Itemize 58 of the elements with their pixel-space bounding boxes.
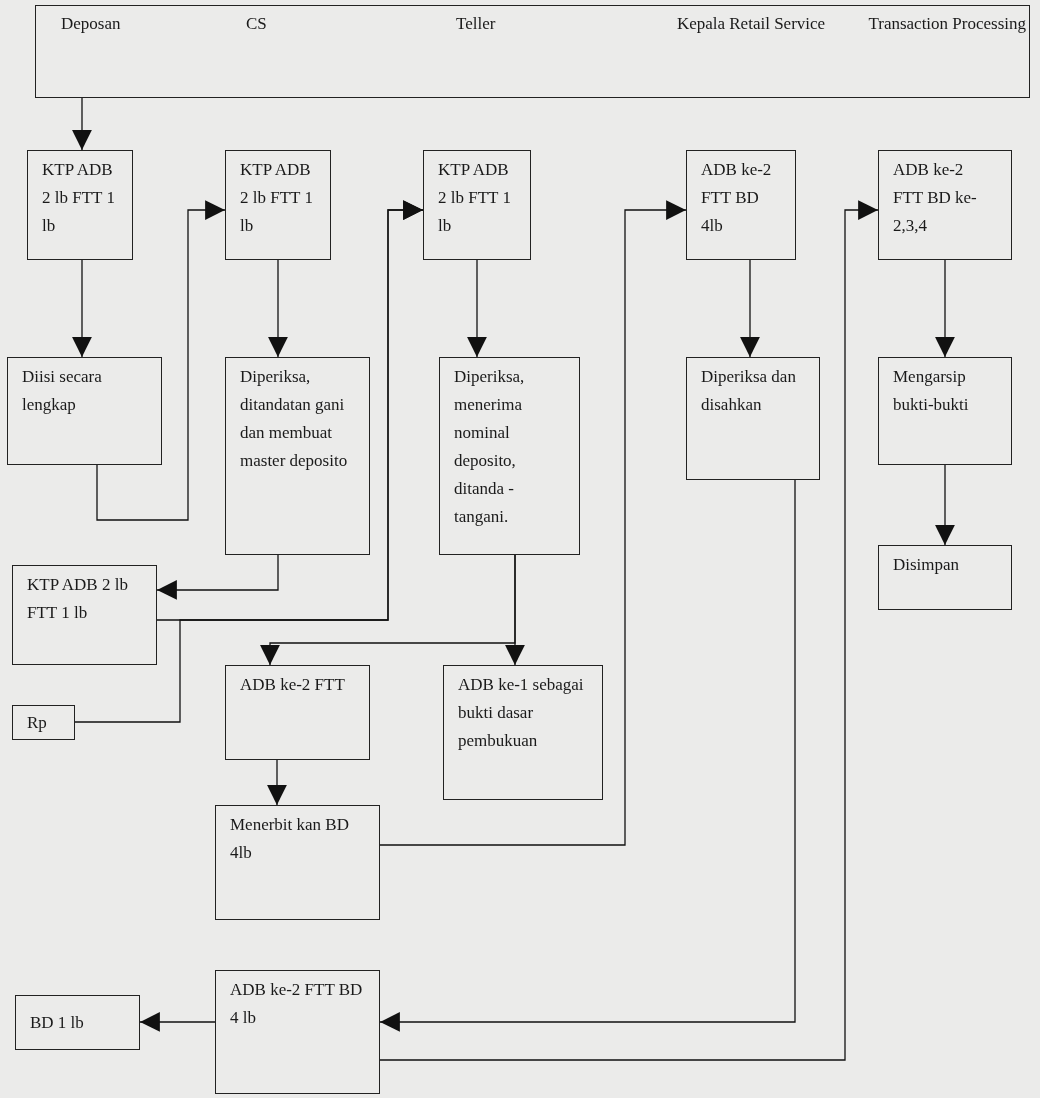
process-box — [27, 150, 133, 260]
box-text: Menerbit kan BD 4lb — [230, 814, 350, 864]
process-box — [225, 150, 331, 260]
process-box — [443, 665, 603, 800]
box-text: ADB ke-1 sebagai bukti dasar pembukuan — [458, 674, 585, 752]
lane-label: Transaction Processing — [867, 13, 1026, 35]
arrow — [379, 479, 796, 1032]
box-text: Diisi secara lengkap — [22, 366, 103, 416]
box-text: BD 1 lb — [30, 1011, 84, 1034]
process-box — [12, 565, 157, 665]
process-box — [215, 805, 380, 920]
process-box — [215, 970, 380, 1094]
box-text: Diperiksa dan disahkan — [701, 366, 797, 416]
lane-label: Kepala Retail Service — [676, 13, 826, 35]
box-text: Mengarsip bukti-bukti — [893, 366, 970, 416]
arrow — [740, 259, 760, 358]
process-box — [439, 357, 580, 555]
process-box — [878, 357, 1012, 465]
lane-label: Teller — [456, 13, 497, 35]
arrow — [72, 259, 92, 358]
box-text: KTP ADB 2 lb FTT 1 lb — [240, 159, 314, 237]
box-text: KTP ADB 2 lb FTT 1 lb — [27, 574, 129, 624]
arrow — [505, 554, 525, 666]
arrow — [74, 200, 424, 723]
arrow — [935, 259, 955, 358]
lane-label: CS — [246, 13, 268, 35]
arrow — [467, 259, 487, 358]
arrow — [379, 200, 687, 846]
process-box — [686, 150, 796, 260]
box-text: Diperiksa, ditandatan gani dan membuat master deposito — [240, 366, 349, 472]
box-text: Disimpan — [893, 554, 961, 576]
arrow — [379, 200, 879, 1061]
arrow — [156, 554, 279, 600]
process-box — [225, 665, 370, 760]
process-box — [12, 705, 75, 740]
process-box — [423, 150, 531, 260]
arrow — [935, 464, 955, 546]
arrow — [96, 200, 226, 521]
box-text: KTP ADB 2 lb FTT 1 lb — [42, 159, 116, 237]
box-text: ADB ke-2 FTT BD ke-2,3,4 — [893, 159, 978, 237]
arrow — [267, 759, 287, 806]
process-box — [878, 545, 1012, 610]
box-text: KTP ADB 2 lb FTT 1 lb — [438, 159, 512, 237]
box-text: ADB ke-2 FTT BD 4lb — [701, 159, 773, 237]
box-text: ADB ke-2 FTT BD 4 lb — [230, 979, 364, 1029]
box-text: ADB ke-2 FTT — [240, 674, 346, 696]
box-text: Diperiksa, menerima nominal deposito, ditanda - tangani. — [454, 366, 526, 528]
process-box — [15, 995, 140, 1050]
process-box — [7, 357, 162, 465]
arrow — [139, 1012, 216, 1032]
lane-label: Deposan — [61, 13, 122, 35]
process-box — [686, 357, 820, 480]
process-box — [878, 150, 1012, 260]
arrow — [268, 259, 288, 358]
box-text: Rp — [27, 711, 47, 734]
arrow — [72, 97, 92, 151]
process-box — [225, 357, 370, 555]
lane-header-band — [35, 5, 1030, 98]
